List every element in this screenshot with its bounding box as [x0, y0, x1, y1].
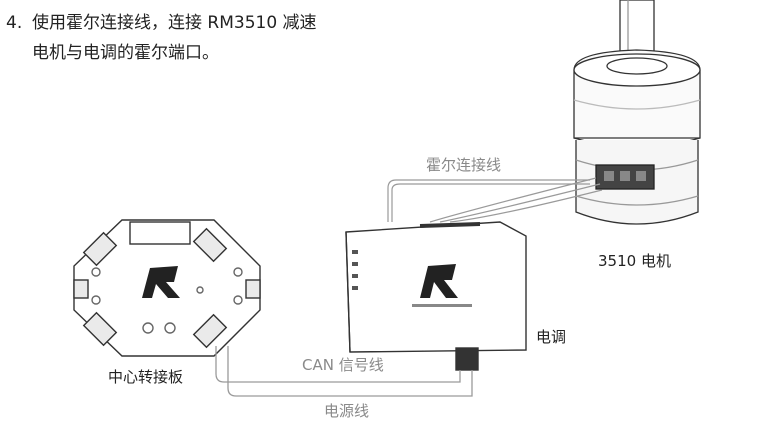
step-number: 4. — [6, 13, 23, 33]
esc-unit — [345, 221, 527, 371]
instruction-line-1: 使用霍尔连接线，连接 RM3510 减速 — [32, 13, 317, 33]
power-cable-label: 电源线 — [324, 402, 369, 420]
instruction-line-2: 电机与电调的霍尔端口。 — [32, 43, 219, 63]
motor-label: 3510 电机 — [598, 252, 671, 270]
hub-label: 中心转接板 — [108, 368, 183, 386]
hub-logo-icon — [142, 266, 180, 298]
esc-logo-icon — [420, 264, 458, 298]
hall-cable — [387, 177, 603, 223]
power-cable — [227, 346, 473, 397]
can-cable — [215, 346, 461, 383]
esc-label: 电调 — [536, 328, 566, 346]
instruction-text: 4. 使用霍尔连接线，连接 RM3510 减速 电机与电调的霍尔端口。 — [6, 8, 317, 68]
hall-cable-label: 霍尔连接线 — [426, 156, 501, 174]
can-cable-label: CAN 信号线 — [302, 356, 384, 374]
hub-board — [73, 219, 261, 357]
motor-3510 — [573, 0, 701, 225]
